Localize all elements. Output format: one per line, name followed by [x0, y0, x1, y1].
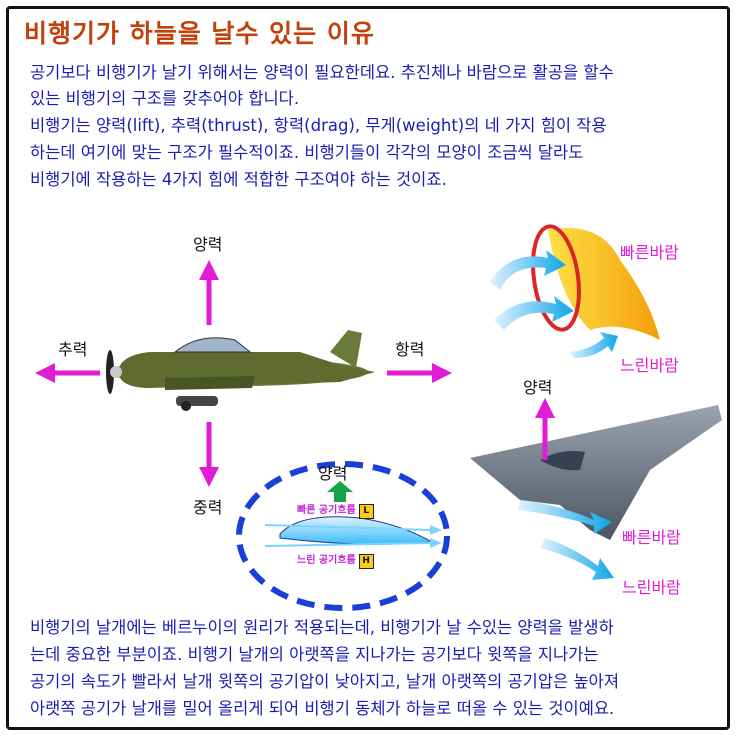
bomber-slow-wind-label: 느린바람 — [622, 578, 681, 597]
bottom-line: 아랫쪽 공기가 날개를 밀어 올리게 되어 비행기 동체가 하늘로 떠올 수 있… — [30, 699, 615, 718]
lift-label: 양력 — [193, 235, 223, 254]
bottom-line: 는데 중요한 부분이죠. 비행기 날개의 아랫쪽을 지나가는 공기보다 윗쪽을 … — [30, 645, 599, 664]
drag-label: 항력 — [395, 340, 425, 359]
intro-line: 비행기에 작용하는 4가지 힘에 적합한 구조여야 하는 것이죠. — [30, 170, 447, 189]
bottom-line: 비행기의 날개에는 베르누이의 원리가 적용되는데, 비행기가 날 수있는 양력… — [30, 618, 614, 637]
bomber-illustration — [470, 405, 722, 540]
low-pressure-badge: L — [358, 504, 374, 519]
airfoil-ellipse — [236, 461, 450, 611]
weight-label: 중력 — [193, 498, 223, 517]
slow-flow-line — [264, 542, 431, 547]
page-title: 비행기가 하늘을 날수 있는 이유 — [24, 19, 375, 48]
high-pressure-badge: H — [358, 554, 374, 569]
intro-line: 공기보다 비행기가 날기 위해서는 양력이 필요한데요. 추진체나 바람으로 활… — [30, 63, 614, 82]
airfoil-shape — [279, 516, 434, 545]
intro-line: 있는 비행기의 구조를 갖추어야 합니다. — [30, 89, 300, 108]
fast-flow-text: 빠른 공기흐름 — [297, 505, 356, 516]
wing-slow-wind-label: 느린바람 — [620, 356, 679, 375]
slow-flow-text: 느린 공기흐름 — [297, 555, 356, 566]
intro-line: 비행기는 양력(lift), 추력(thrust), 항력(drag), 무게(… — [30, 116, 607, 135]
bomber-lift-label: 양력 — [523, 378, 553, 397]
bomber-fast-wind-label: 빠른바람 — [622, 528, 681, 547]
wing-fast-wind-label: 빠른바람 — [620, 243, 679, 262]
wing-ribbon-illustration — [490, 224, 660, 358]
airfoil-lift-label: 양력 — [318, 464, 348, 483]
bomber-fast-arrow — [518, 500, 612, 534]
airplane-illustration — [106, 330, 375, 411]
force-arrows — [35, 260, 452, 487]
bomber-slow-arrow — [540, 538, 614, 580]
intro-line: 하는데 여기에 맞는 구조가 필수적이죠. 비행기들이 각각의 모양이 조금씩 … — [30, 143, 584, 162]
bottom-line: 공기의 속도가 빨라서 날개 윗쪽의 공기압이 낮아지고, 날개 아랫쪽의 공기… — [30, 672, 619, 691]
thrust-label: 추력 — [58, 340, 88, 359]
airfoil-lift-arrow — [327, 481, 353, 502]
fast-flow-line — [264, 524, 431, 531]
